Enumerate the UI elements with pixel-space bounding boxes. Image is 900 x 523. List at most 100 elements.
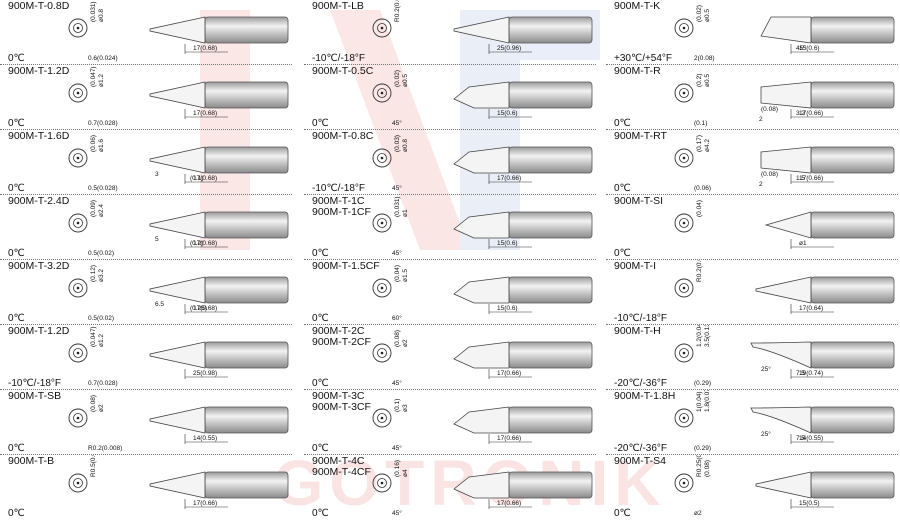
tip-temperature-offset: 0℃ <box>8 443 25 454</box>
tip-shaft <box>810 471 895 499</box>
tip-taper <box>755 276 812 304</box>
tip-model-name: 900M-T-1.8H <box>614 390 676 402</box>
tip-temperature-offset: 0℃ <box>614 183 631 194</box>
tip-end-view-inner <box>377 23 387 33</box>
tip-end-view-dot <box>682 221 686 225</box>
tip-taper <box>149 211 206 239</box>
tip-end-view-outer <box>372 18 392 38</box>
dimension-label: (0.08) <box>761 171 778 178</box>
row-separator <box>606 64 898 65</box>
dimension-label: (0.29) <box>694 380 711 387</box>
tip-end-view-dot <box>76 156 80 160</box>
dimension-label: 1.8(0.07) <box>704 390 711 412</box>
tip-shaft <box>508 341 593 369</box>
tip-figure: (0.047)ø1.20.7(0.028)25(0.98) <box>68 326 289 387</box>
tip-temperature-offset: 0℃ <box>312 443 329 454</box>
dimension-label: 45° <box>392 184 402 192</box>
tip-figure: R0.5(0.02)17(0.66) <box>68 455 289 509</box>
tip-temperature-offset: 0℃ <box>614 118 631 129</box>
tip-drawing <box>68 146 289 184</box>
tip-cell: R0.5(0.02)17(0.66) 900M-T-B 0℃ <box>0 455 300 520</box>
tip-shaft <box>810 146 895 174</box>
dimension-label: (0.08) <box>90 395 97 412</box>
tip-model-label: 900M-T-1.8H <box>614 391 675 402</box>
dimension-label: ø0.5 <box>402 74 409 87</box>
dimension-label: 3 <box>155 171 159 178</box>
tip-drawing <box>372 471 593 509</box>
tip-drawing <box>68 276 289 314</box>
tip-model-name: 900M-T-LB <box>312 0 364 12</box>
tip-end-view-inner <box>377 413 387 423</box>
tip-figure: (0.02)ø0.545°15(0.6) <box>372 70 593 127</box>
dimension-label: (0.06) <box>90 135 97 152</box>
tip-shaft <box>508 406 593 434</box>
row-separator <box>304 129 596 130</box>
tip-temperature-offset: 0℃ <box>8 508 25 519</box>
row-separator <box>0 129 292 130</box>
tip-end-view-inner <box>679 218 689 228</box>
dimension-label: ø1 <box>799 240 807 247</box>
row-separator <box>0 454 292 455</box>
dimension-label: ø0.8 <box>98 9 105 22</box>
dimension-label: (0.29) <box>694 445 711 452</box>
tip-end-view-inner <box>679 348 689 358</box>
tip-taper <box>149 471 206 499</box>
tip-end-view-dot <box>380 221 384 225</box>
row-separator <box>606 324 898 325</box>
tip-model-name: 900M-T-1.2D <box>8 325 70 337</box>
tip-end-view-outer <box>372 408 392 428</box>
tip-end-view-dot <box>76 481 80 485</box>
dimension-label: 45° <box>392 119 402 127</box>
tip-taper <box>453 406 510 434</box>
watermark-logo-red <box>330 10 470 250</box>
dimension-label: ø1 <box>402 209 409 217</box>
tip-end-view-dot <box>380 286 384 290</box>
tip-model-name: 900M-T-1C <box>312 195 365 207</box>
tip-end-view-outer <box>68 473 88 493</box>
tip-model-name: 900M-T-2.4D <box>8 195 70 207</box>
tip-shaft <box>204 146 289 174</box>
tip-end-view-inner <box>377 153 387 163</box>
tip-end-view-inner <box>73 88 83 98</box>
dimension-label: 0.7(0.028) <box>88 120 118 127</box>
row-separator <box>0 259 292 260</box>
tip-end-view-inner <box>679 283 689 293</box>
row-separator <box>0 389 292 390</box>
dimension-label: (0.047) <box>90 326 97 347</box>
dimension-label: (0.25) <box>190 305 207 312</box>
dimension-label: 5 <box>155 236 159 243</box>
tip-temperature-offset: 0℃ <box>8 118 25 129</box>
tip-taper <box>755 471 812 499</box>
tip-end-view-inner <box>73 348 83 358</box>
tip-temperature-offset: 0℃ <box>8 248 25 259</box>
tip-taper <box>453 16 510 44</box>
row-separator <box>0 64 292 65</box>
tip-end-view-outer <box>68 278 88 298</box>
row-separator <box>304 454 596 455</box>
tip-shaft <box>204 276 289 304</box>
dimension-label: 15(0.5) <box>799 500 820 507</box>
tip-end-view-outer <box>372 343 392 363</box>
tip-taper <box>453 146 510 174</box>
tip-model-label: 900M-T-0.8D <box>8 1 69 12</box>
tip-end-view-inner <box>73 153 83 163</box>
tip-model-label: 900M-T-B <box>8 456 54 467</box>
tip-temperature-offset: -20℃/-36°F <box>614 378 668 389</box>
tip-shaft <box>810 16 895 44</box>
dimension-label: 17(0.66) <box>497 435 521 442</box>
tip-end-view-inner <box>73 23 83 33</box>
row-separator <box>0 324 292 325</box>
tip-model-name: 900M-T-0.8C <box>312 130 374 142</box>
tip-end-view-dot <box>682 91 686 95</box>
dimension-label: 0.5(0.02) <box>88 315 114 322</box>
dimension-label: 17(0.66) <box>497 175 521 182</box>
tip-taper <box>453 211 510 239</box>
dimension-label: R0.2(0.008) <box>696 260 703 282</box>
dimension-label: (0.02) <box>696 5 703 22</box>
tip-end-view-inner <box>679 413 689 423</box>
dimension-label: 45° <box>392 509 402 517</box>
